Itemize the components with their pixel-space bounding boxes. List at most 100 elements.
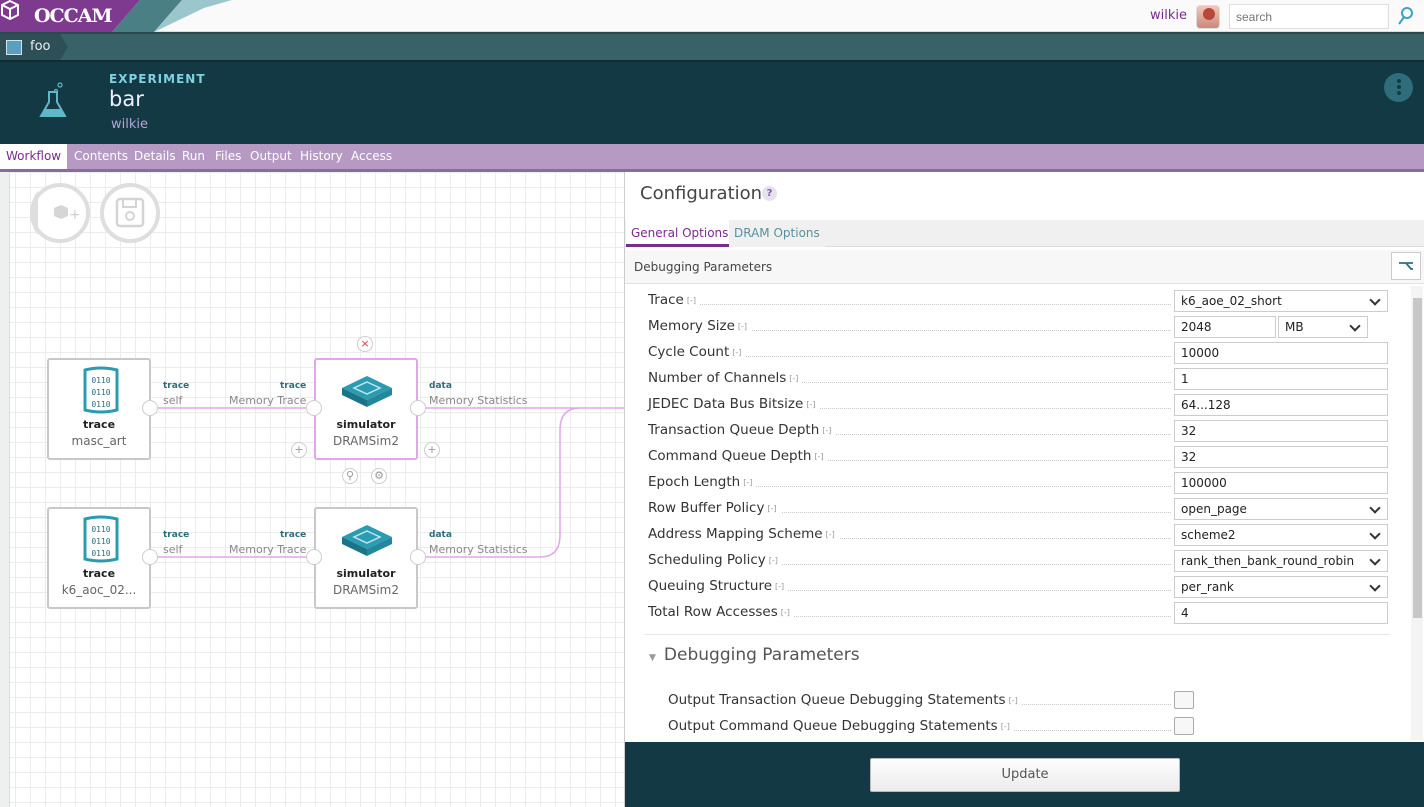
- tab-general-options[interactable]: General Options: [626, 220, 735, 247]
- option-marker[interactable]: [-]: [737, 321, 748, 331]
- option-label: Epoch Length[-]: [648, 474, 757, 490]
- add-node-button[interactable]: +: [22, 183, 90, 243]
- trace-bits: 0110: [91, 537, 110, 546]
- option-marker[interactable]: [-]: [743, 477, 753, 487]
- channels-input[interactable]: 1: [1174, 368, 1388, 390]
- tab-access[interactable]: Access: [351, 149, 393, 163]
- port-label: trace: [280, 530, 307, 540]
- inspect-icon[interactable]: ⚲: [342, 468, 358, 484]
- option-marker[interactable]: [-]: [789, 373, 799, 383]
- node-name: masc_art: [71, 434, 127, 448]
- transaction-debug-checkbox[interactable]: [1174, 691, 1194, 709]
- tab-dram-options[interactable]: DRAM Options: [729, 220, 825, 247]
- option-label: Memory Size[-]: [648, 318, 752, 334]
- address-mapping-select[interactable]: scheme2: [1174, 524, 1388, 546]
- workflow-canvas[interactable]: [0, 172, 624, 807]
- output-port[interactable]: [142, 400, 158, 416]
- input-port[interactable]: [306, 549, 322, 565]
- save-button[interactable]: [100, 183, 160, 243]
- node-type: simulator: [336, 567, 396, 580]
- input-port[interactable]: [306, 400, 322, 416]
- trace-file-icon: 0110 0110 0110: [83, 366, 119, 414]
- configure-icon[interactable]: ⚙: [371, 468, 387, 484]
- option-marker[interactable]: [-]: [825, 529, 835, 539]
- option-label: Row Buffer Policy[-]: [648, 500, 781, 516]
- tab-details[interactable]: Details: [134, 149, 176, 163]
- option-marker[interactable]: [-]: [768, 555, 778, 565]
- breadcrumb-item-foo[interactable]: foo: [0, 34, 60, 60]
- option-marker[interactable]: [-]: [814, 451, 824, 461]
- row-buffer-policy-select[interactable]: open_page: [1174, 498, 1388, 520]
- option-name: Trace: [648, 292, 684, 308]
- cycle-count-input[interactable]: 10000: [1174, 342, 1388, 364]
- output-port[interactable]: [410, 400, 426, 416]
- breadcrumb-label: foo: [30, 39, 51, 54]
- tab-workflow[interactable]: Workflow: [0, 144, 68, 169]
- object-kind: EXPERIMENT: [109, 72, 206, 86]
- add-output-button[interactable]: +: [424, 442, 440, 458]
- option-marker[interactable]: [-]: [780, 607, 790, 617]
- bus-bitsize-input[interactable]: 64...128: [1174, 394, 1388, 416]
- option-row: Output Transaction Queue Debugging State…: [625, 688, 1411, 714]
- port-sublabel: Memory Trace: [229, 394, 307, 407]
- option-name: Number of Channels: [648, 370, 787, 386]
- save-icon: [115, 197, 145, 228]
- help-icon[interactable]: ?: [762, 186, 777, 201]
- tab-history[interactable]: History: [300, 149, 343, 163]
- debug-group-header[interactable]: ▼Debugging Parameters: [649, 645, 860, 665]
- option-name: Cycle Count: [648, 344, 730, 360]
- search-icon[interactable]: [1396, 7, 1414, 25]
- queuing-structure-select[interactable]: per_rank: [1174, 576, 1388, 598]
- output-port[interactable]: [142, 549, 158, 565]
- option-marker[interactable]: [-]: [822, 425, 832, 435]
- option-marker[interactable]: [-]: [767, 503, 777, 513]
- workflow-node-trace[interactable]: 0110 0110 0110 trace masc_art: [47, 358, 151, 460]
- scrollbar[interactable]: [1411, 286, 1423, 740]
- output-port[interactable]: [410, 549, 426, 565]
- tab-files[interactable]: Files: [215, 149, 242, 163]
- owner-link[interactable]: wilkie: [111, 117, 148, 132]
- option-label: JEDEC Data Bus Bitsize[-]: [648, 396, 820, 412]
- option-label: Transaction Queue Depth[-]: [648, 422, 836, 438]
- command-debug-checkbox[interactable]: [1174, 717, 1194, 735]
- workflow-node-trace[interactable]: 0110 0110 0110 trace k6_aoc_02...: [47, 507, 151, 609]
- row-accesses-input[interactable]: 4: [1174, 602, 1388, 624]
- panel-title: Configuration: [640, 183, 763, 204]
- toggle-sections-button[interactable]: [1391, 252, 1421, 280]
- more-options-button[interactable]: [1384, 73, 1413, 102]
- epoch-length-input[interactable]: 100000: [1174, 472, 1388, 494]
- option-marker[interactable]: [-]: [775, 581, 785, 591]
- option-row: Trace[-] k6_aoe_02_short: [625, 288, 1411, 314]
- avatar[interactable]: [1196, 5, 1220, 29]
- memory-unit-select[interactable]: MB: [1278, 316, 1368, 338]
- tab-run[interactable]: Run: [182, 149, 206, 163]
- workflow-node-simulator[interactable]: simulator DRAMSim2: [314, 507, 418, 609]
- option-marker[interactable]: [-]: [686, 295, 696, 305]
- option-label: Scheduling Policy[-]: [648, 552, 782, 568]
- section-header: Debugging Parameters: [625, 250, 1424, 284]
- option-marker[interactable]: [-]: [732, 347, 742, 357]
- remove-node-button[interactable]: ×: [357, 336, 373, 352]
- search-input[interactable]: [1229, 4, 1389, 29]
- tab-output[interactable]: Output: [250, 149, 292, 163]
- transaction-queue-input[interactable]: 32: [1174, 420, 1388, 442]
- update-button[interactable]: Update: [870, 758, 1180, 792]
- logo[interactable]: OCCAM: [0, 0, 240, 32]
- user-name-link[interactable]: wilkie: [1150, 8, 1187, 23]
- trace-bits: 0110: [91, 388, 110, 397]
- scrollbar-thumb[interactable]: [1413, 298, 1422, 618]
- option-marker[interactable]: [-]: [1008, 695, 1018, 705]
- tab-contents[interactable]: Contents: [74, 149, 128, 163]
- workflow-node-simulator[interactable]: simulator DRAMSim2: [314, 358, 418, 460]
- experiment-header: EXPERIMENT bar wilkie: [0, 62, 1424, 144]
- scheduling-policy-select[interactable]: rank_then_bank_round_robin: [1174, 550, 1388, 572]
- trace-file-icon: 0110 0110 0110: [83, 515, 119, 563]
- trace-select[interactable]: k6_aoe_02_short: [1174, 290, 1388, 312]
- option-marker[interactable]: [-]: [1000, 721, 1010, 731]
- add-input-button[interactable]: +: [291, 442, 307, 458]
- trace-bits: 0110: [91, 525, 110, 534]
- option-marker[interactable]: [-]: [806, 399, 816, 409]
- command-queue-input[interactable]: 32: [1174, 446, 1388, 468]
- option-name: Queuing Structure: [648, 578, 773, 594]
- memory-size-input[interactable]: 2048: [1174, 316, 1276, 338]
